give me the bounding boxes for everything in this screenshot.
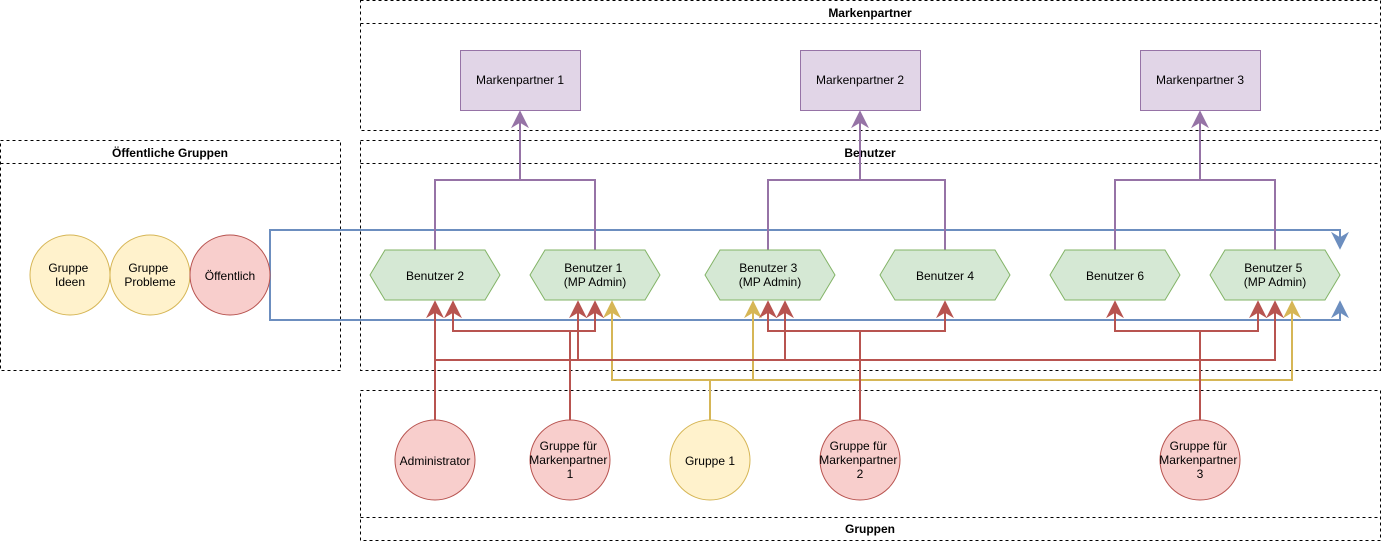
administrator-node: Administrator — [394, 419, 476, 501]
gruppe-mp2-node: Gruppe für Markenpartner 2 — [819, 419, 901, 501]
markenpartner-3-node: Markenpartner 3 — [1140, 50, 1261, 111]
benutzer-6-label: Benutzer 6 — [1086, 269, 1144, 283]
oeffentlich-node: Öffentlich — [189, 234, 271, 316]
gruppe-1-node: Gruppe 1 — [669, 419, 751, 501]
benutzer-3-label: Benutzer 3 (MP Admin) — [739, 261, 801, 289]
benutzer-5-node: Benutzer 5 (MP Admin) — [1209, 249, 1341, 301]
gruppe1-connector — [603, 300, 1301, 420]
markenpartner-2-label: Markenpartner 2 — [816, 73, 904, 87]
benutzer-title: Benutzer — [844, 146, 896, 160]
benutzer-2-label: Benutzer 2 — [406, 269, 464, 283]
oeffentliche-gruppen-container: Öffentliche Gruppen — [0, 140, 341, 371]
oeffentlich-label: Öffentlich — [205, 269, 255, 283]
benutzer-5-label: Benutzer 5 (MP Admin) — [1244, 261, 1306, 289]
gruppe-probleme-label: Gruppe Probleme — [124, 261, 176, 289]
benutzer-3-node: Benutzer 3 (MP Admin) — [704, 249, 836, 301]
benutzer-1-label: Benutzer 1 (MP Admin) — [564, 261, 626, 289]
gruppe-mp3-connector — [1106, 300, 1267, 420]
gruppe-probleme-node: Gruppe Probleme — [109, 234, 191, 316]
gruppe-mp2-connector — [759, 300, 954, 420]
gruppe-ideen-label: Gruppe Ideen — [48, 261, 91, 289]
benutzer-container: Benutzer — [360, 140, 1381, 371]
gruppe-mp3-node: Gruppe für Markenpartner 3 — [1159, 419, 1241, 501]
gruppe-ideen-node: Gruppe Ideen — [29, 234, 111, 316]
gruppe-mp1-label: Gruppe für Markenpartner 1 — [529, 439, 610, 481]
gruppen-title: Gruppen — [845, 522, 895, 536]
administrator-connector — [426, 300, 1284, 420]
gruppe-mp1-connector — [444, 300, 604, 420]
gruppe-mp2-label: Gruppe für Markenpartner 2 — [819, 439, 900, 481]
benutzer-6-node: Benutzer 6 — [1049, 249, 1181, 301]
gruppe-1-label: Gruppe 1 — [685, 454, 735, 468]
benutzer-4-label: Benutzer 4 — [916, 269, 974, 283]
benutzer-4-node: Benutzer 4 — [879, 249, 1011, 301]
markenpartner-title: Markenpartner — [828, 6, 912, 20]
oeffentliche-gruppen-title: Öffentliche Gruppen — [112, 145, 228, 160]
markenpartner-2-node: Markenpartner 2 — [800, 50, 921, 111]
administrator-label: Administrator — [400, 454, 471, 468]
partner-membership-connector — [434, 110, 1276, 250]
benutzer-1-node: Benutzer 1 (MP Admin) — [529, 249, 661, 301]
public-access-connector — [269, 229, 1349, 321]
connectors — [269, 110, 1349, 420]
benutzer-2-node: Benutzer 2 — [369, 249, 501, 301]
gruppe-mp3-label: Gruppe für Markenpartner 3 — [1159, 439, 1240, 481]
markenpartner-1-label: Markenpartner 1 — [476, 73, 564, 87]
markenpartner-container: Markenpartner — [360, 0, 1381, 131]
gruppe-mp1-node: Gruppe für Markenpartner 1 — [529, 419, 611, 501]
markenpartner-3-label: Markenpartner 3 — [1156, 73, 1244, 87]
markenpartner-1-node: Markenpartner 1 — [460, 50, 581, 111]
